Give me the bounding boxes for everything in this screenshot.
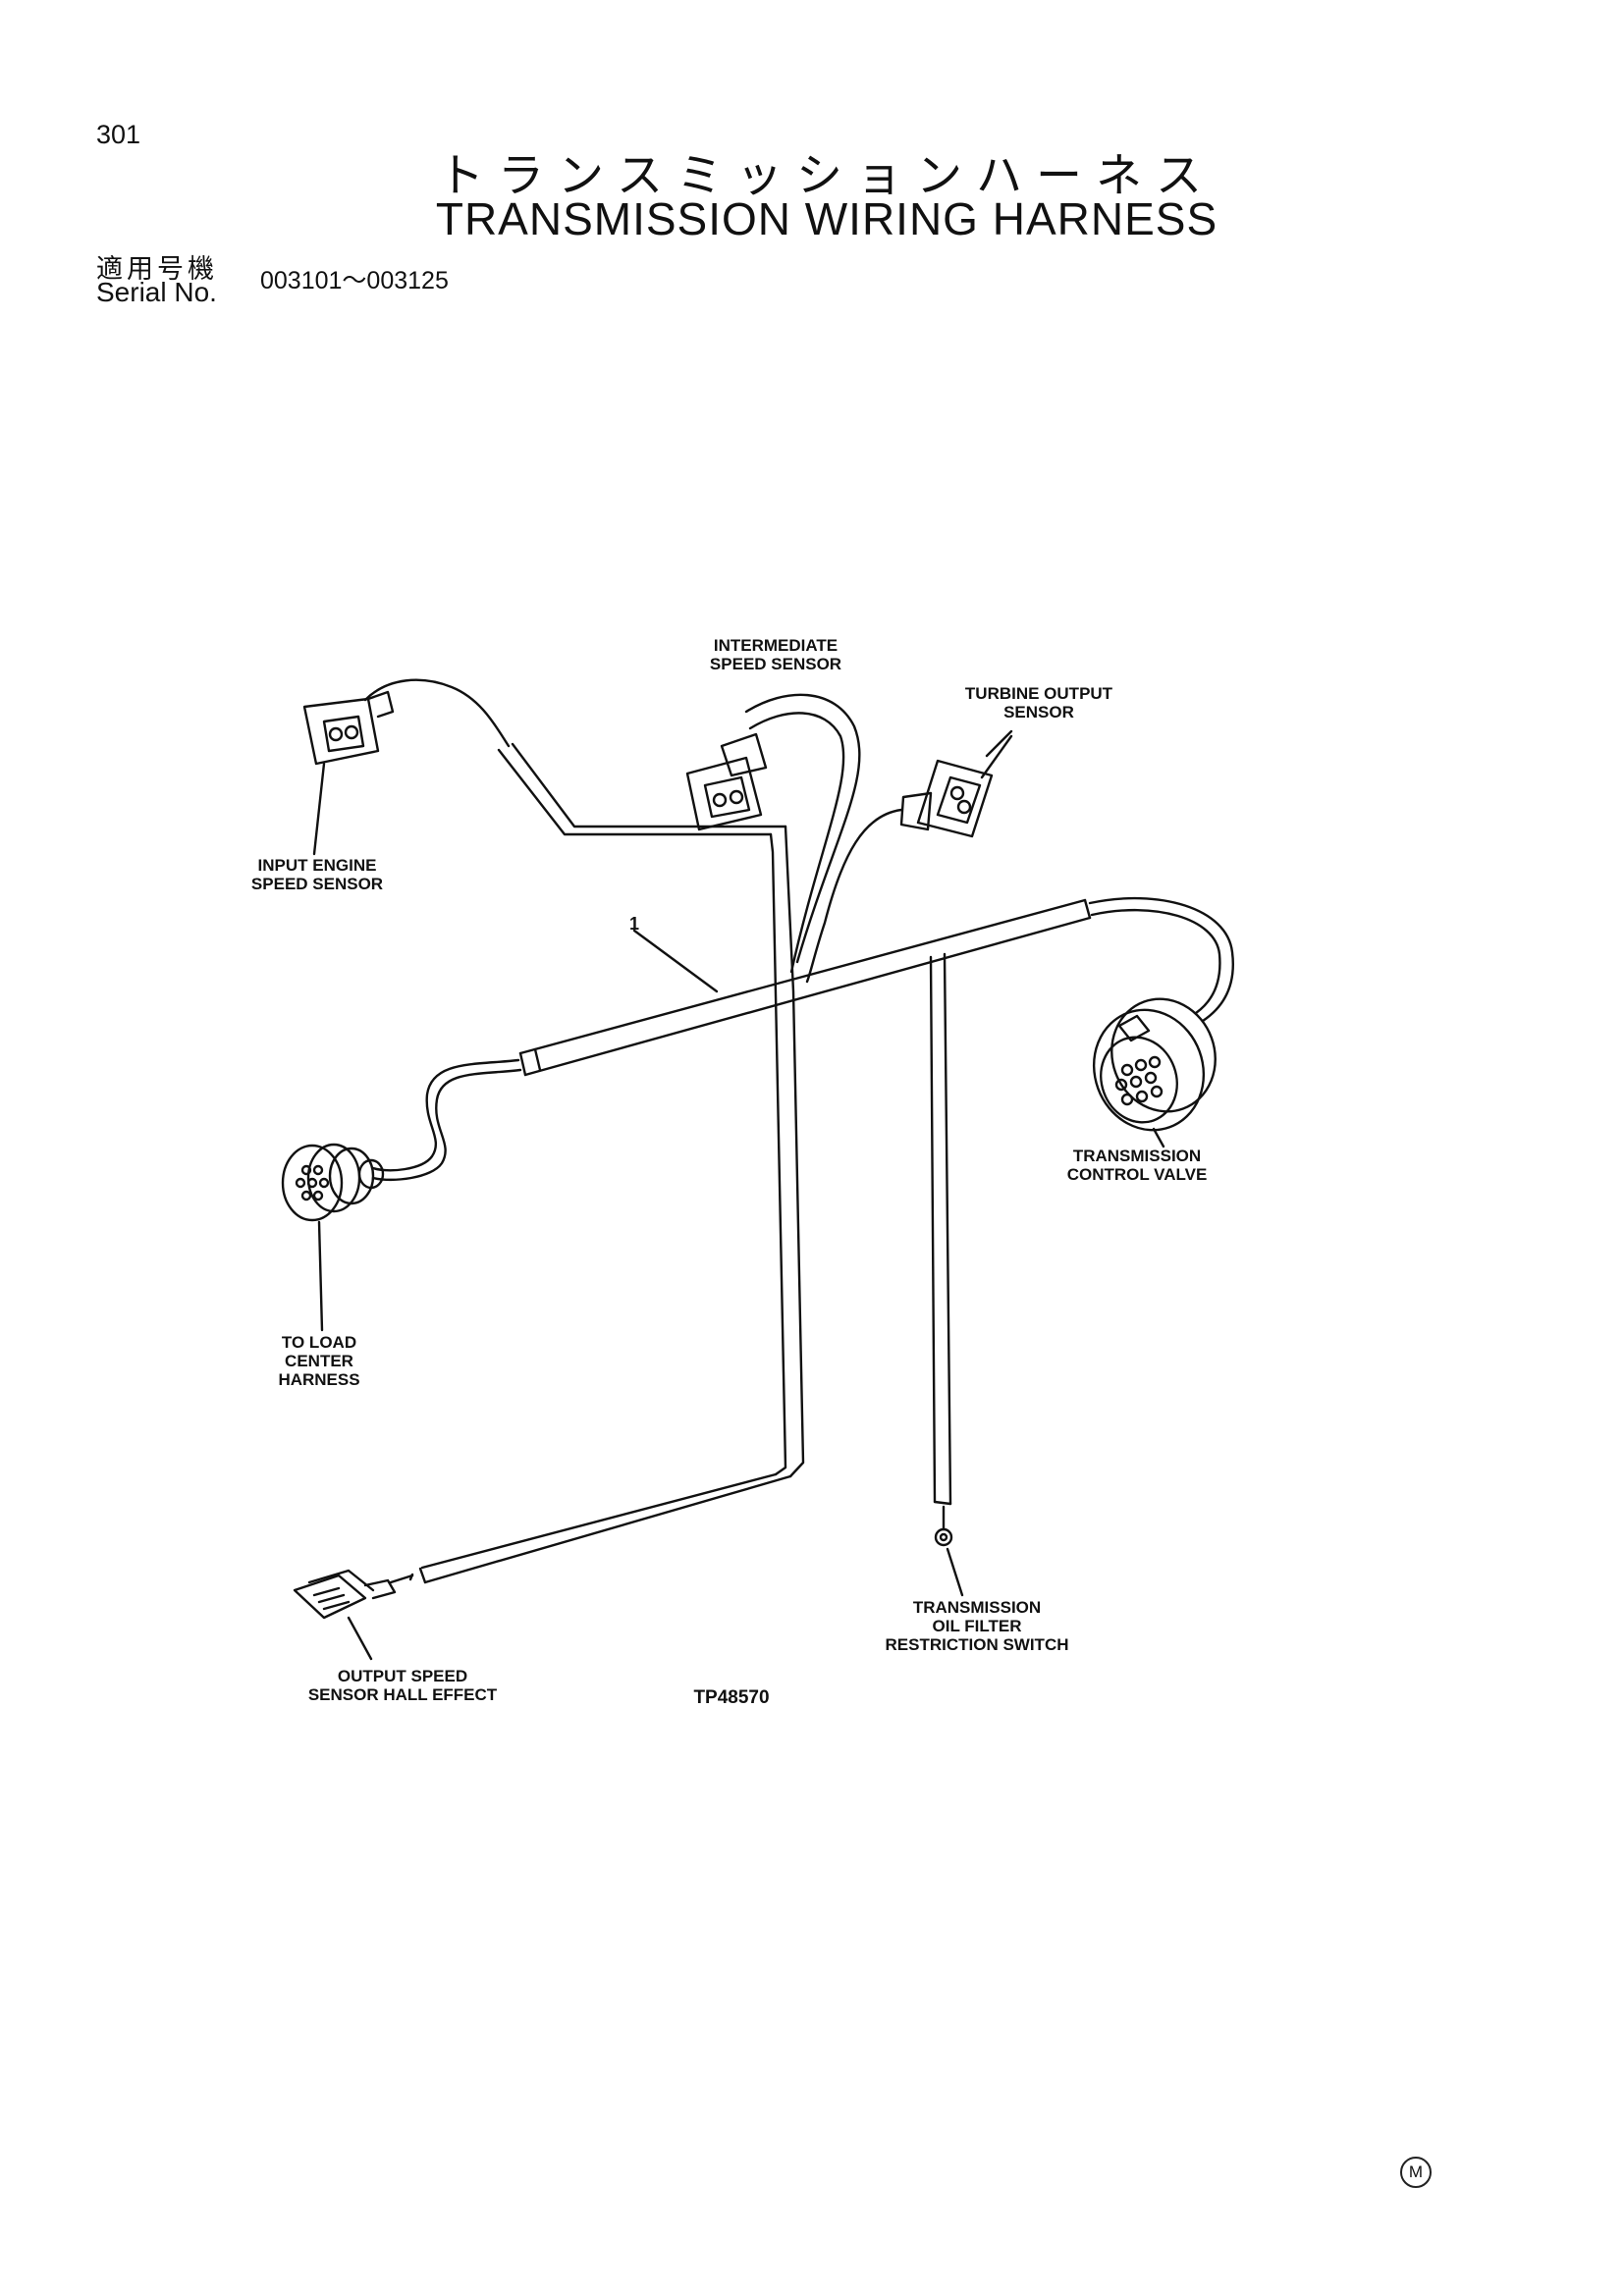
label-transmission-control-valve: TRANSMISSION CONTROL VALVE bbox=[1066, 1147, 1208, 1184]
corner-mark: M bbox=[1400, 2157, 1432, 2188]
label-input-engine-speed-sensor: INPUT ENGINE SPEED SENSOR bbox=[250, 856, 384, 893]
intermediate-sensor-cable bbox=[744, 693, 861, 964]
turbine-sensor-cable bbox=[805, 808, 903, 984]
output-speed-sensor-connector bbox=[293, 1569, 414, 1661]
oil-switch-leader bbox=[946, 1547, 964, 1597]
label-oil-filter-restriction-switch: TRANSMISSION OIL FILTER RESTRICTION SWIT… bbox=[885, 1598, 1069, 1654]
page-title: TRANSMISSION WIRING HARNESS bbox=[435, 193, 1218, 244]
cross-harness bbox=[518, 898, 1092, 1077]
callout-leader bbox=[632, 929, 719, 993]
turbine-sensor-connector bbox=[899, 734, 1013, 838]
input-sensor-cable bbox=[363, 678, 511, 748]
main-trunk bbox=[769, 825, 805, 1478]
load-center-cable bbox=[371, 1068, 522, 1182]
load-center-connector bbox=[281, 1143, 385, 1332]
serial-range: 003101～003125 bbox=[260, 267, 449, 294]
oil-switch-drop bbox=[929, 952, 952, 1506]
label-turbine-output-sensor: TURBINE OUTPUT SENSOR bbox=[964, 684, 1113, 721]
serial-label: Serial No. bbox=[96, 277, 217, 307]
serial-label-japanese: 適用号機 bbox=[96, 254, 218, 285]
input-engine-sensor-connector bbox=[302, 690, 395, 856]
lower-branch bbox=[420, 1472, 792, 1584]
intermediate-sensor-connector bbox=[685, 732, 768, 831]
page-title-japanese: トランスミッションハーネス bbox=[437, 149, 1217, 203]
label-intermediate-speed-sensor: INTERMEDIATE SPEED SENSOR bbox=[709, 636, 842, 673]
figure-code: TP48570 bbox=[693, 1687, 770, 1708]
control-valve-connector bbox=[1092, 997, 1217, 1148]
page-number: 301 bbox=[96, 120, 141, 149]
control-valve-cable bbox=[1088, 896, 1234, 1023]
label-to-load-center-harness: TO LOAD CENTER HARNESS bbox=[278, 1333, 360, 1389]
label-part-callout: 1 bbox=[628, 914, 639, 934]
label-output-speed-sensor: OUTPUT SPEED SENSOR HALL EFFECT bbox=[307, 1667, 498, 1704]
input-sensor-sleeve bbox=[497, 742, 787, 836]
turbine-leader bbox=[985, 729, 1013, 758]
